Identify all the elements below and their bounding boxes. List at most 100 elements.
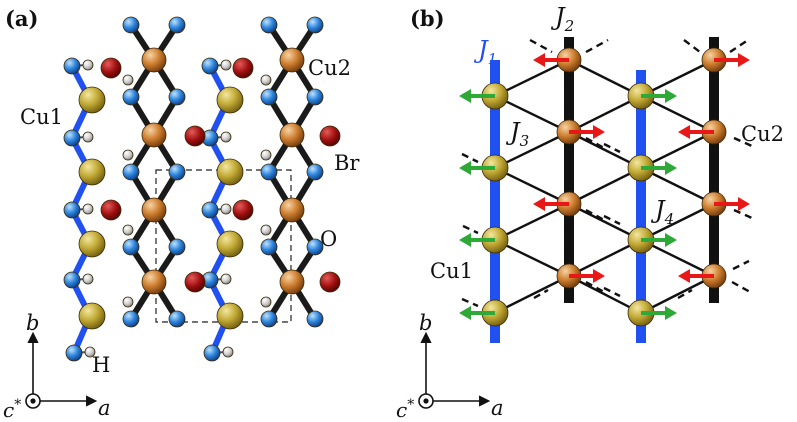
exchange-bond: [568, 202, 642, 242]
dashed-bond-stub: [529, 38, 553, 54]
spin-cu2-head: [593, 125, 605, 139]
exchange-bond: [568, 166, 642, 206]
spin-cu2-head: [678, 125, 690, 139]
panel-a-structure: (a) Cu1 Cu2 Br O H b a c*: [3, 6, 360, 422]
cu1-atom: [216, 158, 244, 186]
dashed-bond-stub: [729, 39, 749, 53]
oxygen-atom: [306, 310, 324, 328]
j1-chain-right: [636, 70, 646, 343]
hydrogen-atom: [122, 74, 134, 86]
oxygen-atom: [260, 16, 278, 34]
bromine-atom: [100, 199, 122, 221]
exchange-bond: [640, 274, 715, 315]
j2-chain-right: [709, 37, 719, 303]
dashed-bond-stub: [533, 288, 549, 300]
oxygen-atom: [168, 238, 186, 256]
oxygen-atom: [306, 238, 324, 256]
bromine-atom: [319, 125, 341, 147]
oxygen-atom: [260, 163, 278, 181]
exchange-bond: [568, 94, 642, 134]
hydrogen-atom: [260, 149, 272, 161]
cu1-atom: [216, 302, 244, 330]
axes-a: b a c*: [3, 311, 111, 422]
cu1-atom: [216, 230, 244, 258]
exchange-bond: [640, 202, 715, 242]
label-cu1-a: Cu1: [20, 105, 63, 129]
dashed-bond-stub: [731, 280, 751, 294]
panel-b-spin-lattice: (b) J1 J2 J3 J4 Cu2 Cu1 b a c*: [396, 3, 784, 422]
oxygen-atom: [306, 88, 324, 106]
j1-chain-left: [490, 60, 500, 343]
oxygen-atom: [260, 310, 278, 328]
oxygen-atom: [63, 201, 81, 219]
spin-cu2-head: [533, 53, 545, 67]
cu2-atom: [141, 269, 167, 295]
cu2-atom: [279, 197, 305, 223]
hydrogen-atom: [82, 59, 94, 71]
oxygen-atom: [168, 88, 186, 106]
spin-cu2-head: [738, 53, 750, 67]
j3-j4-bonds: [461, 38, 753, 315]
panel-a-label: (a): [5, 6, 38, 31]
oxygen-atom: [306, 16, 324, 34]
bromine-atom: [100, 57, 122, 79]
bromine-atom: [184, 125, 206, 147]
j2-chain-left: [564, 37, 574, 303]
axis-a-label-b: a: [491, 396, 504, 420]
bromine-atom: [232, 199, 254, 221]
oxygen-atom: [306, 163, 324, 181]
dashed-bond-stub: [603, 142, 621, 154]
spin-cu2-head: [738, 197, 750, 211]
exchange-bond: [568, 274, 642, 315]
oxygen-atom: [122, 238, 140, 256]
cu1-atom: [78, 230, 106, 258]
oxygen-atom: [122, 163, 140, 181]
dashed-bond-stub: [603, 286, 621, 298]
hydrogen-atom: [82, 273, 94, 285]
hydrogen-atom: [82, 203, 94, 215]
cu2-atom: [279, 47, 305, 73]
cu2-atom: [279, 269, 305, 295]
panel-a-atoms: [63, 16, 341, 362]
exchange-bond: [640, 166, 715, 206]
exchange-bond: [640, 130, 715, 170]
oxygen-atom: [203, 344, 221, 362]
cu1-atom: [216, 86, 244, 114]
hydrogen-atom: [220, 59, 232, 71]
axes-b: b a c*: [396, 311, 504, 422]
dashed-bond-stub: [585, 38, 609, 54]
hydrogen-atom: [260, 296, 272, 308]
oxygen-atom: [201, 201, 219, 219]
cu2-atom: [141, 47, 167, 73]
axis-a-label-a: a: [98, 396, 111, 420]
spin-cu2-head: [678, 269, 690, 283]
oxygen-atom: [260, 88, 278, 106]
cu2-atom: [279, 122, 305, 148]
spin-cu2-head: [593, 269, 605, 283]
exchange-bond: [494, 58, 570, 98]
label-br: Br: [334, 151, 360, 175]
oxygen-atom: [122, 16, 140, 34]
hydrogen-atom: [220, 131, 232, 143]
label-cu2-b: Cu2: [741, 122, 784, 146]
axis-b-label-a: b: [26, 311, 39, 335]
oxygen-atom: [63, 129, 81, 147]
cu2-atom: [141, 197, 167, 223]
exchange-bond: [494, 274, 570, 315]
exchange-bond: [568, 130, 642, 170]
oxygen-atom: [122, 88, 140, 106]
hydrogen-atom: [220, 273, 232, 285]
dashed-bond-stub: [585, 280, 605, 294]
cu1-atom: [78, 302, 106, 330]
spin-cu1-head: [459, 89, 471, 103]
dashed-bond-stub: [462, 224, 479, 235]
axis-c-label-a: c*: [3, 397, 21, 422]
cu1-atom: [78, 86, 106, 114]
spin-cu1-head: [665, 233, 677, 247]
dashed-bond-stub: [677, 288, 693, 300]
hydrogen-atom: [122, 149, 134, 161]
oxygen-atom: [260, 238, 278, 256]
exchange-bond: [568, 238, 642, 278]
label-j1: J1: [473, 36, 497, 68]
